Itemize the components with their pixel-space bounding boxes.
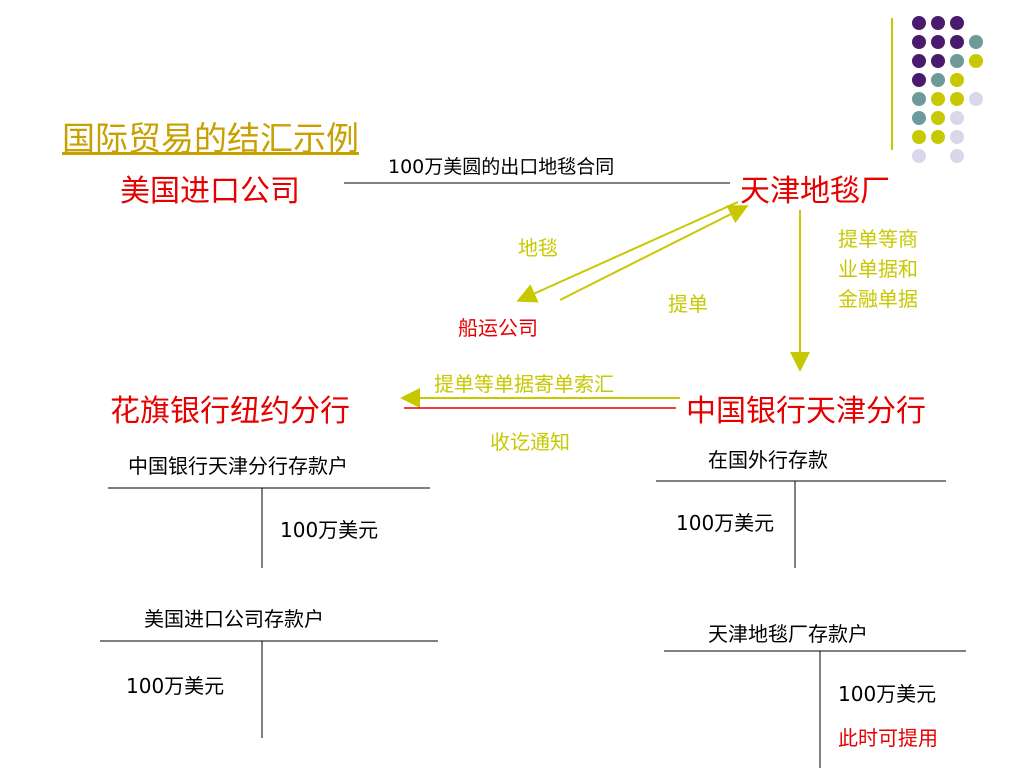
documents-label: 提单等商 业单据和 金融单据 [838, 227, 918, 311]
decorative-dot [950, 16, 964, 30]
foreign-deposit-title: 在国外行存款 [708, 448, 828, 472]
decorative-dot [950, 73, 964, 87]
decorative-dot [950, 35, 964, 49]
decorative-dot [931, 111, 945, 125]
decorative-dot [931, 92, 945, 106]
contract-label: 100万美圆的出口地毯合同 [388, 156, 615, 178]
carpet-label: 地毯 [518, 236, 558, 260]
citibank-ny-label: 花旗银行纽约分行 [110, 394, 350, 429]
decorative-dot [931, 130, 945, 144]
factory-account-title: 天津地毯厂存款户 [708, 622, 868, 646]
t-account-boc-at-citi [108, 487, 430, 568]
decorative-dot [950, 92, 964, 106]
foreign-deposit-debit: 100万美元 [676, 511, 775, 535]
decorative-dot [912, 111, 926, 125]
decorative-dot [912, 130, 926, 144]
boc-account-title: 中国银行天津分行存款户 [128, 454, 348, 478]
decorative-dot [931, 35, 945, 49]
us-importer-label: 美国进口公司 [120, 174, 300, 209]
boc-tianjin-label: 中国银行天津分行 [686, 394, 926, 429]
bill-of-lading-label: 提单 [668, 292, 708, 316]
decorative-dot [931, 73, 945, 87]
t-account-us-importer [100, 640, 438, 738]
slide-title: 国际贸易的结汇示例 [62, 119, 359, 158]
shipping-company-label: 船运公司 [458, 316, 538, 340]
tianjin-factory-label: 天津地毯厂 [740, 174, 890, 209]
decorative-dot [969, 35, 983, 49]
decorative-dot [950, 111, 964, 125]
us-importer-account-debit: 100万美元 [126, 674, 225, 698]
receipt-notice-label: 收讫通知 [490, 430, 570, 454]
decorative-dot [969, 54, 983, 68]
decorative-dot [912, 92, 926, 106]
decorative-dot [912, 54, 926, 68]
factory-account-available-note: 此时可提用 [838, 726, 938, 750]
collection-label: 提单等单据寄单索汇 [434, 372, 614, 396]
carpet-arrow [516, 201, 739, 303]
decorative-dot [950, 54, 964, 68]
decorative-dot [912, 73, 926, 87]
decorative-dot [912, 16, 926, 30]
decorative-dot [931, 16, 945, 30]
us-importer-account-title: 美国进口公司存款户 [144, 607, 324, 631]
t-account-foreign-deposit [656, 480, 946, 568]
boc-account-credit: 100万美元 [280, 518, 379, 542]
decorative-dot [950, 130, 964, 144]
factory-account-credit: 100万美元 [838, 682, 937, 706]
decorative-dot [931, 54, 945, 68]
bill-of-lading-arrow [559, 205, 749, 301]
decorative-dot [912, 149, 926, 163]
t-account-factory [664, 650, 966, 768]
decorative-dot [912, 35, 926, 49]
decorative-dot [969, 92, 983, 106]
decorative-dot [950, 149, 964, 163]
